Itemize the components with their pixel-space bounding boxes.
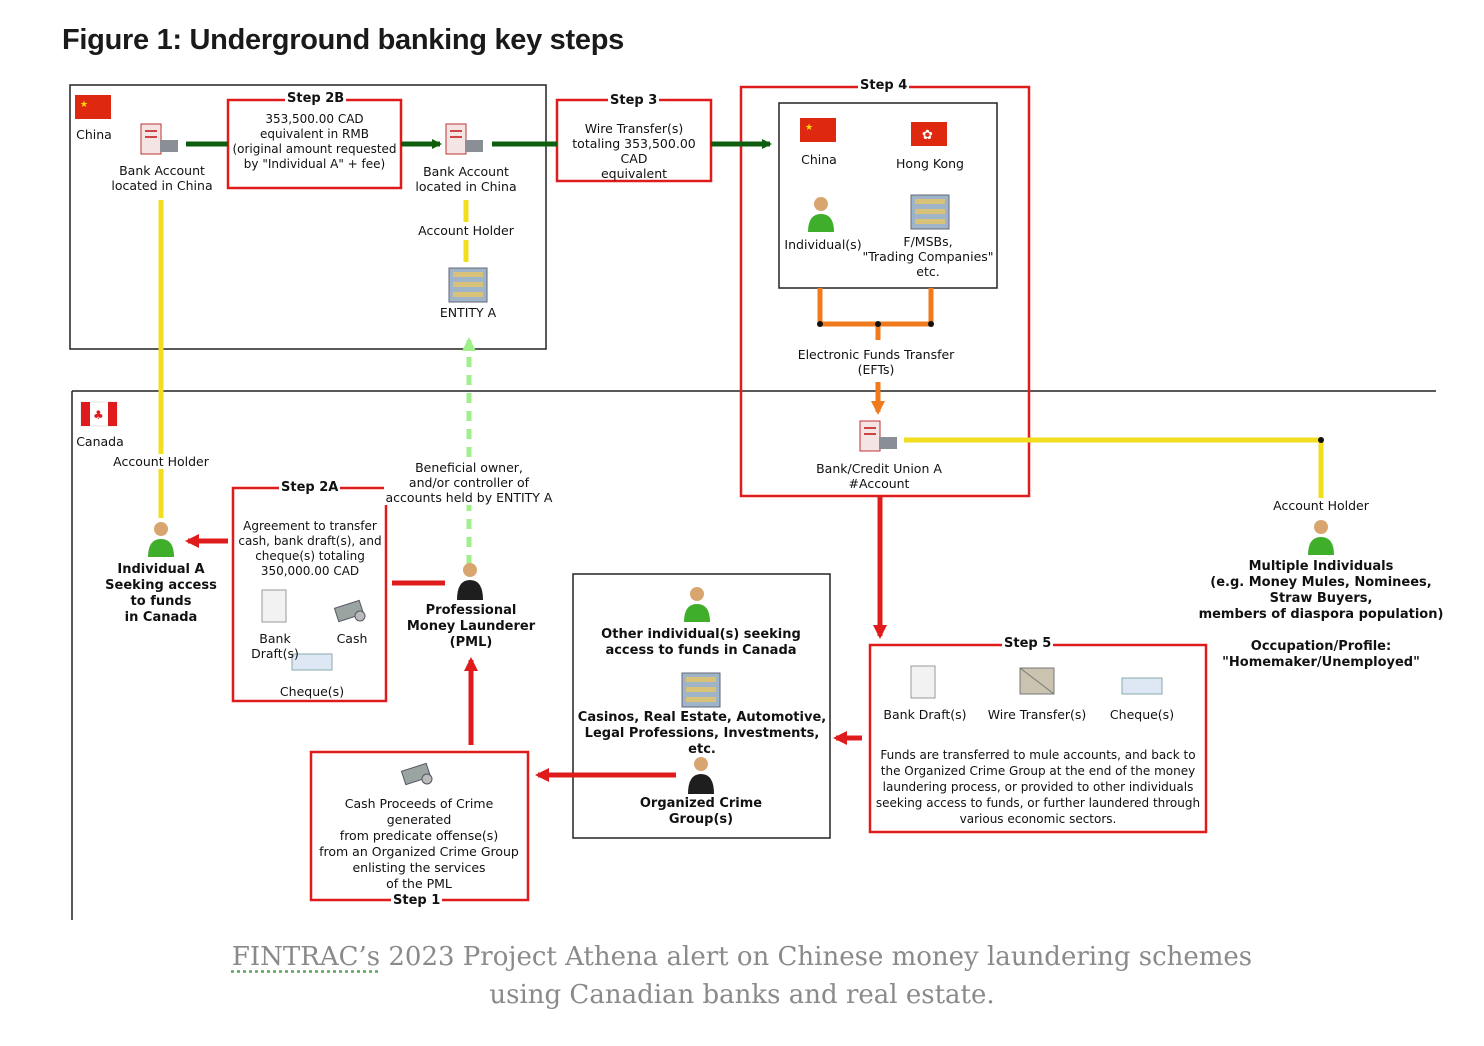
eft-label: Electronic Funds Transfer (EFTs) xyxy=(797,347,955,377)
account-holder-label: Account Holder xyxy=(406,223,526,238)
pml-person-icon xyxy=(457,563,483,600)
step-2b-text: 353,500.00 CAD equivalent in RMB (origin… xyxy=(232,112,397,171)
individual-a-person-icon xyxy=(148,522,174,557)
china-flag-icon: ★ xyxy=(75,95,111,119)
individual-a-label: Individual A Seeking access to funds in … xyxy=(105,562,217,625)
hong-kong-label: Hong Kong xyxy=(896,156,964,171)
bank-account-icon xyxy=(445,123,483,155)
svg-text:✿: ✿ xyxy=(922,128,933,143)
cash-icon xyxy=(400,762,433,786)
china-flag-icon-step4: ★ xyxy=(800,118,836,142)
pml-label: Professional Money Launderer (PML) xyxy=(406,603,536,650)
bank-credit-union-label: Bank/Credit Union A #Account xyxy=(816,461,942,491)
step-2a-text: Agreement to transfer cash, bank draft(s… xyxy=(238,519,382,578)
multiple-individuals-label: Multiple Individuals (e.g. Money Mules, … xyxy=(1198,559,1444,622)
organized-crime-person-icon xyxy=(688,757,714,794)
step-2a-label: Step 2A xyxy=(279,480,341,495)
sectors-box xyxy=(572,573,831,839)
bank-draft-icon xyxy=(910,665,936,699)
canada-region-label: Canada xyxy=(76,434,124,449)
caption-link[interactable]: FINTRAC’s xyxy=(231,942,381,972)
svg-text:♣: ♣ xyxy=(93,408,104,422)
fmsbs-label: F/MSBs, "Trading Companies" etc. xyxy=(862,234,994,279)
figure-title: Figure 1: Underground banking key steps xyxy=(62,24,624,56)
canada-flag-icon: ♣ xyxy=(80,401,118,427)
figure-caption: FINTRAC’s 2023 Project Athena alert on C… xyxy=(0,938,1484,1014)
other-individuals-label: Other individual(s) seeking access to fu… xyxy=(601,627,801,658)
step-3-label: Step 3 xyxy=(608,93,660,108)
bank-account-label: Bank Account located in China xyxy=(111,163,213,193)
china-region-box xyxy=(69,84,547,350)
cheques-label: Cheque(s) xyxy=(279,684,345,699)
step-5-text: Funds are transferred to mule accounts, … xyxy=(875,748,1201,826)
bank-draft-icon xyxy=(261,589,287,623)
step-4-label: Step 4 xyxy=(858,78,910,93)
caption-line1: 2023 Project Athena alert on Chinese mon… xyxy=(380,942,1253,972)
other-individuals-person-icon xyxy=(684,587,710,622)
entity-building-icon xyxy=(448,267,488,303)
cheque-icon xyxy=(1121,677,1163,695)
organized-crime-label: Organized Crime Group(s) xyxy=(639,796,763,827)
china-region-label: China xyxy=(76,127,112,142)
multiple-individuals-person-icon xyxy=(1308,520,1334,555)
cash-label: Cash xyxy=(336,631,368,646)
bank-drafts-label: Bank Draft(s) xyxy=(251,631,299,661)
yellow-line-right xyxy=(904,437,1324,500)
caption-line2: using Canadian banks and real estate. xyxy=(489,980,995,1010)
occupation-label: Occupation/Profile: "Homemaker/Unemploye… xyxy=(1222,639,1420,670)
eft-bracket xyxy=(817,288,934,327)
svg-text:★: ★ xyxy=(80,100,88,110)
step-4-inner-box xyxy=(778,102,998,289)
step-3-text: Wire Transfer(s) totaling 353,500.00 CAD… xyxy=(572,121,696,181)
step4-china-label: China xyxy=(801,152,837,167)
step5-wire-transfer-label: Wire Transfer(s) xyxy=(987,707,1087,722)
entity-a-label: ENTITY A xyxy=(439,305,497,320)
step5-cheques-label: Cheque(s) xyxy=(1109,707,1175,722)
cheque-icon xyxy=(291,653,333,671)
step-1-label: Step 1 xyxy=(391,893,443,908)
fmsb-building-icon xyxy=(910,194,950,230)
step-1-text: Cash Proceeds of Crime generated from pr… xyxy=(319,796,519,891)
bank-credit-union-icon xyxy=(859,420,897,452)
bank-account-icon xyxy=(140,123,178,155)
sectors-label: Casinos, Real Estate, Automotive, Legal … xyxy=(577,710,827,757)
svg-text:★: ★ xyxy=(805,123,813,133)
cash-icon xyxy=(333,599,366,623)
wire-transfer-icon xyxy=(1019,667,1055,695)
individuals-label: Individual(s) xyxy=(784,237,862,252)
beneficial-owner-label: Beneficial owner, and/or controller of a… xyxy=(384,460,554,505)
step-2b-label: Step 2B xyxy=(285,91,347,106)
account-holder-label: Account Holder xyxy=(108,454,214,469)
bank-account-label: Bank Account located in China xyxy=(415,164,517,194)
step-4-box xyxy=(739,85,1031,498)
step5-bank-drafts-label: Bank Draft(s) xyxy=(883,707,967,722)
account-holder-label: Account Holder xyxy=(1266,498,1376,513)
step-5-label: Step 5 xyxy=(1002,636,1054,651)
individuals-person-icon xyxy=(808,197,834,232)
hong-kong-flag-icon: ✿ xyxy=(911,122,947,146)
sectors-building-icon xyxy=(681,672,721,708)
